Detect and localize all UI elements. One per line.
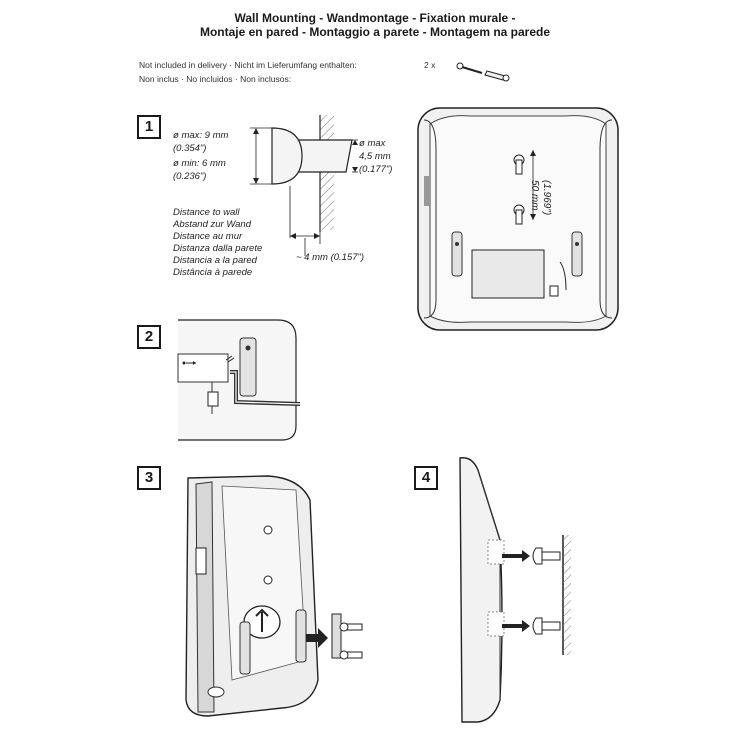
shaft-diameter-mm: 4,5 mm <box>359 151 391 162</box>
usb-icon <box>182 361 196 365</box>
page-title-line-2: Montaje en pared - Montaggio a parete - … <box>199 25 551 39</box>
not-included-note-line-2: Non inclus · No incluidos · Non inclusos… <box>139 74 292 84</box>
device-side-view <box>459 457 571 723</box>
screw-cross-section <box>250 115 358 256</box>
step-3-badge: 3 <box>137 466 161 490</box>
page-title-line-1: Wall Mounting - Wandmontage - Fixation m… <box>234 11 516 25</box>
arrow-right-icon <box>306 628 328 648</box>
step-1-badge: 1 <box>137 115 161 139</box>
device-perspective-view <box>185 475 319 717</box>
keyhole-upper <box>513 154 525 175</box>
step-2-badge: 2 <box>137 325 161 349</box>
hole-distance-mm: 50 mm <box>529 180 540 211</box>
hole-distance-inch: (1.969") <box>541 180 552 216</box>
head-diameter-min: ø min: 6 mm <box>173 158 226 169</box>
wall-plug-icon <box>484 70 510 82</box>
distance-label-fr: Distance au mur <box>173 231 243 242</box>
shaft-diameter-inch: (0.177") <box>359 164 393 175</box>
bracket-and-screws <box>331 613 363 660</box>
distance-label-es: Distancia a la pared <box>173 255 257 266</box>
distance-value: ~ 4 mm (0.157") <box>296 252 365 263</box>
head-diameter-max: ø max: 9 mm <box>173 130 229 141</box>
distance-label-pt: Distância à parede <box>173 267 253 278</box>
keyhole-lower <box>513 204 525 225</box>
screw-quantity: 2 x <box>424 60 436 70</box>
step-4-badge: 4 <box>414 466 438 490</box>
not-included-note-line-1: Not included in delivery · Nicht im Lief… <box>139 60 357 70</box>
distance-label-it: Distanza dalla parete <box>173 243 263 254</box>
head-diameter-max-inch: (0.354") <box>173 143 207 154</box>
device-back-view <box>417 107 619 331</box>
cable-routing-detail <box>177 319 301 441</box>
distance-label-en: Distance to wall <box>173 207 240 218</box>
head-diameter-min-inch: (0.236") <box>173 171 207 182</box>
power-plug-icon <box>225 355 235 363</box>
distance-label-de: Abstand zur Wand <box>173 219 251 230</box>
shaft-diameter-label: ø max <box>359 138 386 149</box>
screw-icon <box>456 62 483 74</box>
